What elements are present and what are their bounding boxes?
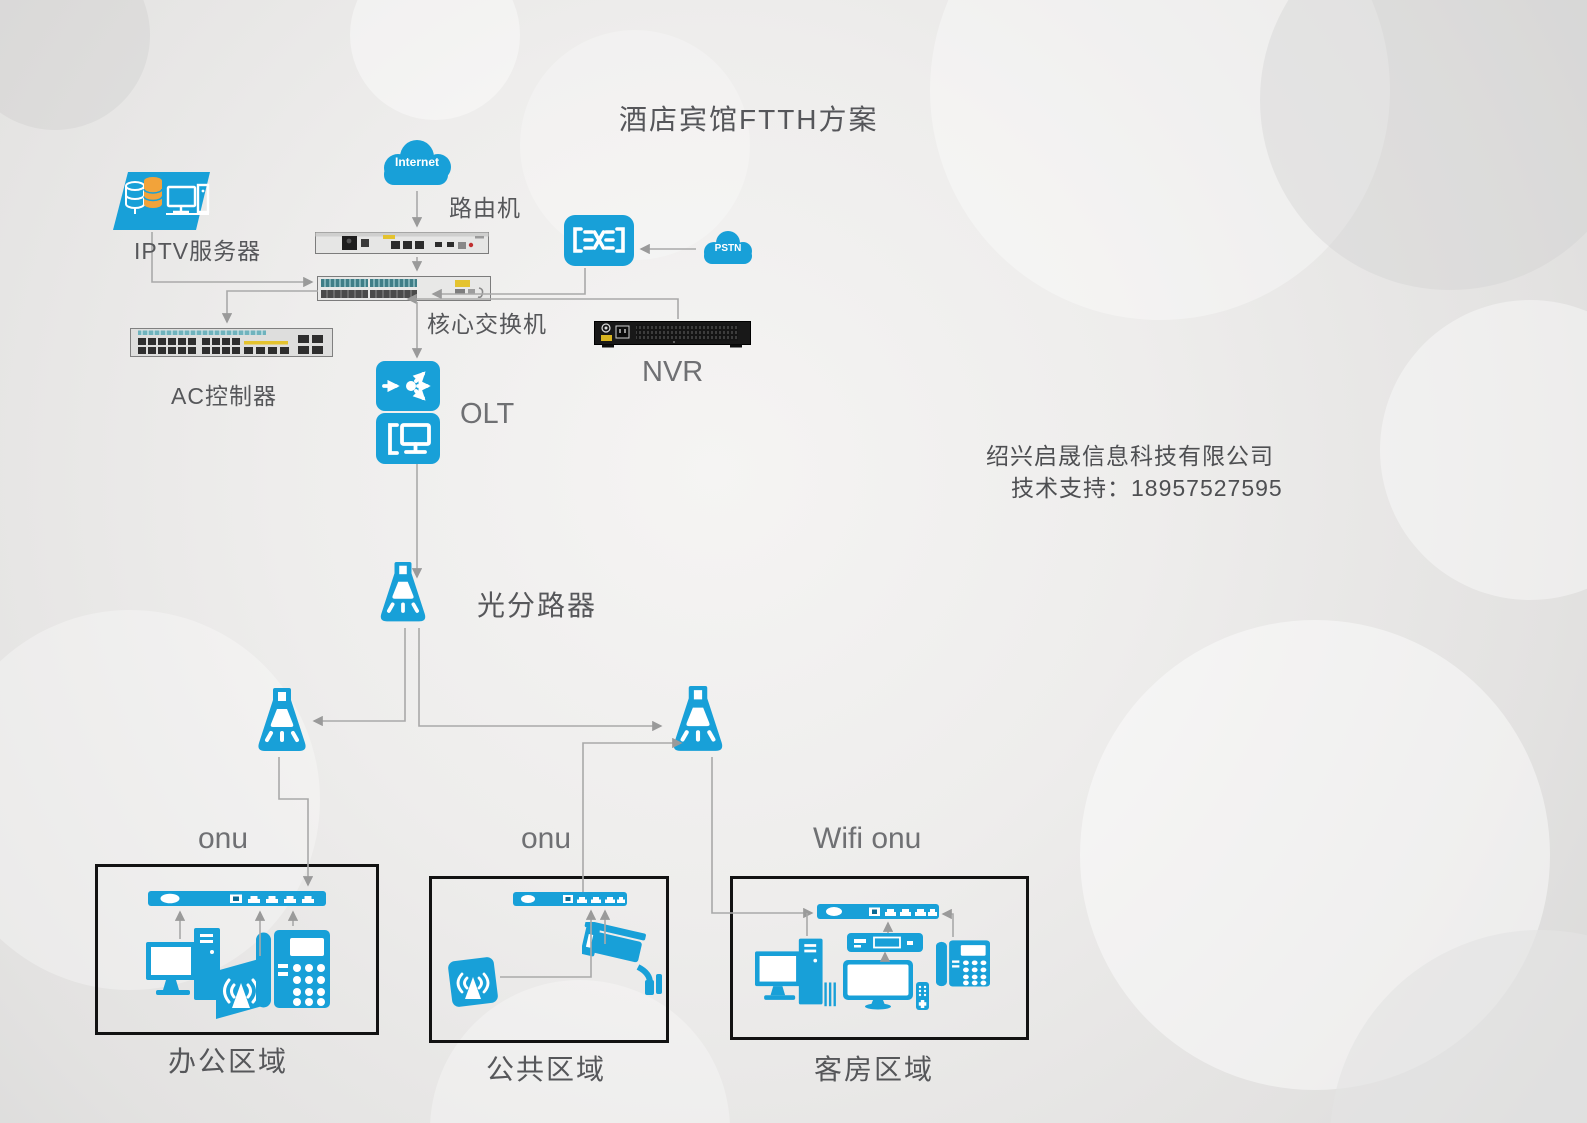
internet-label: Internet bbox=[394, 155, 439, 169]
voice-gateway-icon bbox=[564, 215, 634, 266]
router-device-icon bbox=[315, 232, 489, 254]
remote-control-icon bbox=[916, 982, 929, 1010]
pstn-cloud: PSTN bbox=[696, 227, 760, 273]
onu-bar-guest-icon bbox=[817, 904, 939, 919]
wifi-onu-label: Wifi onu bbox=[813, 822, 922, 855]
cctv-camera-icon bbox=[582, 922, 662, 995]
public-area-label: 公共区域 bbox=[486, 1054, 607, 1085]
core-switch-label: 核心交换机 bbox=[427, 311, 547, 337]
set-top-box-icon bbox=[847, 933, 923, 952]
ip-phone-icon-guest bbox=[936, 940, 990, 987]
public-area-box bbox=[429, 876, 669, 1043]
nvr-label: NVR bbox=[642, 356, 704, 388]
office-area-box bbox=[95, 864, 379, 1035]
company-name: 绍兴启晟信息科技有限公司 bbox=[986, 443, 1274, 469]
ac-controller-device-icon bbox=[130, 328, 333, 357]
onu-bar-public-icon bbox=[513, 892, 627, 906]
nvr-device-icon bbox=[594, 321, 751, 348]
core-switch-device-icon bbox=[317, 276, 491, 301]
company-support-phone: 技术支持：18957527595 bbox=[1011, 475, 1283, 501]
iptv-server-label: IPTV服务器 bbox=[134, 238, 262, 264]
optical-splitter-icon-right bbox=[673, 686, 723, 751]
onu-bar-office-icon bbox=[148, 891, 326, 906]
pstn-cloud-icon bbox=[704, 231, 752, 264]
wireless-ap-icon bbox=[216, 957, 266, 1019]
optical-splitter-icon-left bbox=[258, 688, 306, 751]
olt-label: OLT bbox=[460, 398, 515, 430]
office-area-label: 办公区域 bbox=[168, 1046, 289, 1077]
tv-icon bbox=[843, 960, 913, 1010]
internet-cloud: Internet bbox=[372, 136, 462, 194]
page-title: 酒店宾馆FTTH方案 bbox=[619, 104, 879, 135]
optical-splitter-icon bbox=[380, 561, 426, 622]
wireless-ap-icon-public bbox=[448, 957, 498, 1007]
internet-cloud-icon bbox=[384, 140, 451, 185]
guest-area-label: 客房区域 bbox=[814, 1054, 935, 1085]
ip-phone-icon bbox=[256, 930, 330, 1008]
splitter-label: 光分路器 bbox=[477, 590, 598, 621]
onu-office-label: onu bbox=[198, 822, 249, 855]
iptv-server-icon bbox=[113, 172, 210, 230]
router-label: 路由机 bbox=[449, 195, 521, 221]
guest-area-box bbox=[730, 876, 1029, 1040]
onu-public-label: onu bbox=[521, 822, 572, 855]
pstn-label: PSTN bbox=[714, 243, 742, 254]
desktop-computer-icon-guest bbox=[755, 938, 836, 1007]
olt-icon bbox=[376, 361, 440, 464]
ac-controller-label: AC控制器 bbox=[171, 383, 277, 409]
